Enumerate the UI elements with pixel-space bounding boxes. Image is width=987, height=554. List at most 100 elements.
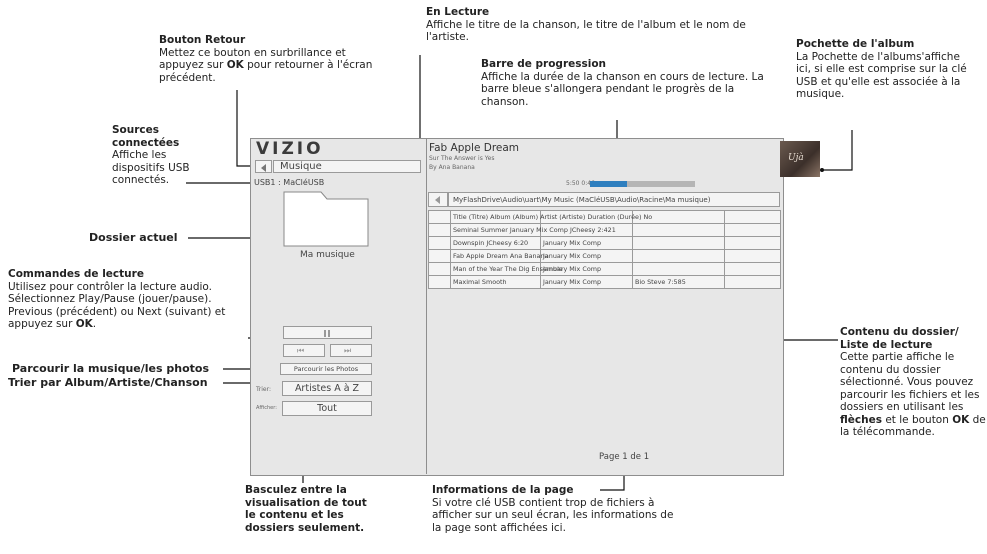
pause-icon — [324, 330, 326, 337]
table-row[interactable]: Title (Titre) Album (Album) Artist (Arti… — [428, 210, 781, 224]
annotation-title: En Lecture — [426, 6, 490, 18]
annotation-trier: Trier par Album/Artiste/Chanson — [8, 376, 208, 389]
annotation-text: Affiche le titre de la chanson, le titre… — [426, 18, 746, 44]
table-cell: Bio Steve 7:585 — [632, 275, 725, 289]
row-marker-cell — [428, 249, 451, 263]
table-cell — [632, 223, 725, 237]
back-button[interactable] — [255, 160, 272, 173]
table-cell: January Mix Comp — [540, 262, 633, 276]
annotation-barre-progression: Barre de progression Affiche la durée de… — [481, 58, 771, 108]
folder-path: MyFlashDrive\Audio\uart\My Music (MaCléU… — [448, 192, 780, 207]
table-cell — [724, 262, 781, 276]
table-cell — [632, 249, 725, 263]
previous-button[interactable]: ⏮ — [283, 344, 325, 357]
annotation-commandes: Commandes de lecture Utilisez pour contr… — [8, 268, 254, 331]
table-cell: Seminal Summer January Mix Comp JCheesy … — [450, 223, 616, 237]
line-pochette — [822, 130, 853, 171]
source-title: Musique — [273, 160, 421, 173]
usb-source-item[interactable]: USB1 : MaCléUSB — [254, 178, 325, 187]
table-cell: January Mix Comp — [540, 275, 633, 289]
annotation-text: Cette partie affiche le contenu du dossi… — [840, 351, 980, 413]
annotation-parcourir: Parcourir la musique/les photos — [12, 362, 210, 375]
table-cell — [724, 275, 781, 289]
table-cell: Fab Apple Dream Ana Banana — [450, 249, 548, 263]
back-arrow-icon — [261, 164, 266, 172]
row-marker-cell — [428, 223, 451, 237]
annotation-title: Sources connectées — [112, 124, 180, 149]
vizio-logo: VIZIO — [256, 139, 324, 159]
table-cell — [724, 249, 781, 263]
annotation-info-page: Informations de la page Si votre clé USB… — [432, 484, 682, 534]
progress-bar — [590, 181, 695, 187]
table-cell: Title (Titre) Album (Album) Artist (Arti… — [450, 210, 652, 224]
annotation-title: Bouton Retour — [159, 34, 246, 46]
annotation-text: Mettez ce bouton en surbrillance et appu… — [159, 46, 346, 72]
table-cell — [724, 223, 781, 237]
annotation-title: Barre de progression — [481, 58, 607, 70]
progress-fill — [590, 181, 627, 187]
row-marker-cell — [428, 210, 451, 224]
table-cell: Downspin JCheesy 6:20 — [450, 236, 541, 250]
row-marker-cell — [428, 236, 451, 250]
annotation-text: . — [92, 318, 97, 330]
time-display: 5:50 0:46 — [566, 180, 595, 187]
table-cell — [724, 210, 781, 224]
table-cell: January Mix Comp — [540, 236, 633, 250]
ok-keyword: OK — [75, 318, 93, 330]
annotation-contenu: Contenu du dossier/ Liste de lecture Cet… — [840, 326, 986, 439]
annotation-text: La Pochette de l'albums'affiche ici, si … — [796, 50, 967, 101]
table-cell: Man of the Year The Dig Ensemble — [450, 262, 563, 276]
annotation-bouton-retour: Bouton Retour Mettez ce bouton en surbri… — [159, 34, 389, 84]
current-folder-icon[interactable] — [283, 191, 369, 247]
ok-keyword: OK — [226, 59, 244, 71]
previous-icon: ⏮ — [297, 346, 305, 355]
album-line: Sur The Answer is Yes — [429, 155, 495, 162]
annotation-text: Affiche la durée de la chanson en cours … — [481, 70, 764, 108]
album-art-signature: Ujà — [788, 153, 804, 163]
artist-line: By Ana Banana — [429, 164, 475, 171]
tv-screen — [250, 138, 784, 476]
annotation-text: Si votre clé USB contient trop de fichie… — [432, 496, 674, 534]
view-label: Afficher: — [256, 405, 277, 411]
annotation-text: Utilisez pour contrôler la lecture audio… — [8, 280, 226, 331]
table-cell — [540, 223, 633, 237]
play-pause-button[interactable] — [283, 326, 372, 339]
table-cell: Maximal Smooth — [450, 275, 541, 289]
annotation-sources: Sources connectées Affiche les dispositi… — [112, 124, 192, 187]
fleches-keyword: flèches — [840, 413, 882, 426]
annotation-text: pour retourner à l'écran précédent. — [159, 59, 373, 84]
ok-keyword: OK — [952, 413, 970, 426]
browse-photos-button[interactable]: Parcourir les Photos — [280, 363, 372, 375]
annotation-title: Contenu du dossier/ Liste de lecture — [840, 326, 959, 351]
annotation-dossier-actuel: Dossier actuel — [89, 231, 178, 244]
next-button[interactable]: ⏭ — [330, 344, 372, 357]
song-title: Fab Apple Dream — [429, 142, 520, 154]
panel-divider — [426, 138, 427, 474]
playlist-table: Title (Titre) Album (Album) Artist (Arti… — [428, 210, 781, 289]
annotation-title: Commandes de lecture — [8, 268, 144, 280]
table-cell — [632, 262, 725, 276]
row-marker-cell — [428, 275, 451, 289]
table-row[interactable]: Seminal Summer January Mix Comp JCheesy … — [428, 223, 781, 237]
path-back-arrow-icon — [435, 196, 440, 204]
table-cell — [724, 236, 781, 250]
album-art: Ujà — [780, 141, 820, 177]
view-select[interactable]: Tout — [282, 401, 372, 416]
table-cell: January Mix Comp — [540, 249, 633, 263]
line-bouton-retour — [236, 90, 255, 167]
annotation-basculez: Basculez entre la visualisation de tout … — [245, 484, 367, 534]
annotation-title: Pochette de l'album — [796, 38, 915, 50]
annotation-title: Informations de la page — [432, 484, 574, 496]
annotation-text: et le bouton — [881, 413, 953, 426]
page-info: Page 1 de 1 — [599, 452, 650, 462]
annotation-en-lecture: En Lecture Affiche le titre de la chanso… — [426, 6, 766, 44]
sort-label: Trier: — [256, 386, 271, 393]
next-icon: ⏭ — [344, 346, 352, 355]
sort-select[interactable]: Artistes A à Z — [282, 381, 372, 396]
path-back-button[interactable] — [428, 192, 448, 207]
row-marker-cell — [428, 262, 451, 276]
